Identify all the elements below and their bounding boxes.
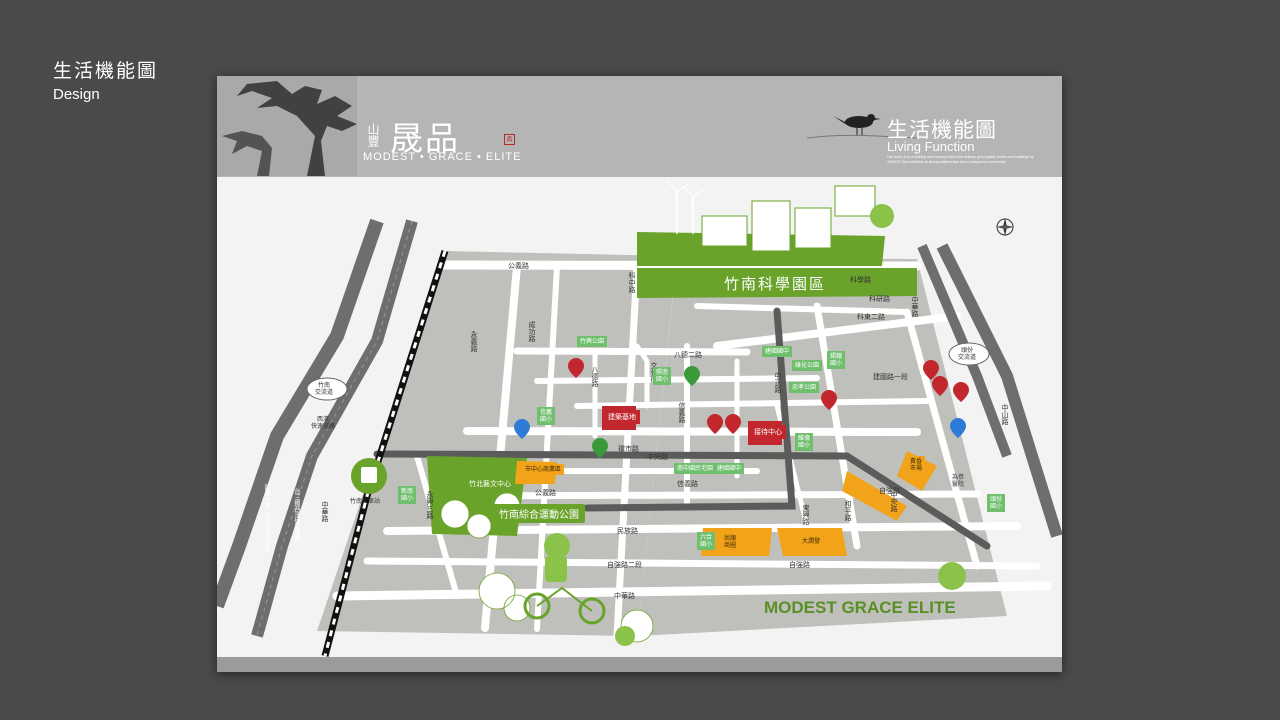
road-zhonghua-top: 中華路: [321, 501, 329, 522]
station-label: 竹南火車站: [350, 498, 381, 505]
railway: [321, 249, 449, 657]
tree-silhouette: [217, 76, 357, 176]
poi-label-4: 錫鐵 國小: [827, 351, 846, 369]
highway-left: [217, 218, 418, 638]
road-kexue: 科學路: [850, 276, 871, 284]
road-highway1: 國道一號（中山高速公路）: [263, 484, 270, 556]
map-canvas: [217, 76, 1062, 672]
board-header: [217, 76, 1062, 177]
compass-icon: [996, 218, 1014, 236]
road-hepinglu: 和平路: [844, 500, 852, 521]
road-bade2: 八德二路: [674, 351, 702, 359]
bird-icon: [833, 114, 881, 136]
shopping-label: 尚順 商圈: [721, 533, 740, 551]
road-xinyi-v: 信義路: [678, 402, 686, 423]
rt-mart-label: 大潤發: [799, 536, 824, 547]
legend-description: Our vision is to a building and housing …: [887, 155, 1034, 164]
train-station: [351, 458, 387, 494]
road-keyan: 科研路: [869, 295, 890, 303]
brand-badge: 品: [504, 134, 515, 145]
road-highway3: 台三線西濱快速道路: [293, 488, 300, 542]
interchange-toufen-label: 頭份 交流道: [958, 347, 977, 361]
road-zhonghua-bottom: 中華路: [614, 592, 635, 600]
road-gongyi-mid: 公義路: [535, 489, 556, 497]
legend-subtitle: Living Function: [887, 139, 975, 154]
poi-label-7: 新南 國小: [398, 486, 417, 504]
brand-tagline: MODEST • GRACE • ELITE: [363, 151, 522, 163]
science-park-area: [637, 180, 917, 298]
poi-pins: [514, 358, 969, 458]
science-park-label: 竹南科學園區: [724, 275, 827, 293]
map-board: 晟品 山豐 品 MODEST • GRACE • ELITE 生活機能圖 Liv…: [217, 76, 1062, 672]
poi-label-1: 竹興公園: [577, 336, 608, 347]
poi-label-8: 照南 國小: [653, 367, 672, 385]
interchange-zhunan-label: 竹南 交流道: [315, 382, 334, 396]
road-bade: 八德路: [591, 366, 599, 387]
road-minzu: 民族路: [617, 527, 638, 535]
decorative-trees: [615, 204, 966, 646]
road-zhongyang: 中央路: [647, 453, 668, 461]
poi-label-3: 忠孝公園: [789, 382, 820, 393]
road-gongyi: 公義路: [508, 262, 529, 270]
page-title: 生活機能圖: [53, 60, 159, 82]
interchange-zhunan: [306, 377, 348, 401]
site-label: 建築基地: [604, 410, 640, 424]
poi-label-10: 六合 國小: [697, 532, 716, 550]
cyclist-illustration: [523, 533, 606, 625]
sports-park-label: 竹南綜合運動公園: [493, 504, 585, 523]
reception-label: 接待中心: [750, 425, 786, 439]
main-roads: [373, 307, 991, 550]
poi-label-12: 建國國中: [714, 463, 745, 474]
road-xinyi: 信義路: [677, 480, 698, 488]
poi-label-15: 黃昏 市場: [907, 456, 926, 474]
xibin-label: 西濱 快速道路: [311, 416, 336, 430]
highway-right: [917, 243, 1062, 538]
road-zhongzheng: 中正路: [774, 372, 782, 393]
downtown-label: 市中心商業區: [522, 464, 565, 475]
road-chengyi: 成功路: [528, 321, 536, 342]
road-jianguo1: 建國路一段: [873, 373, 908, 381]
poi-label-9: 維倫 國小: [795, 433, 814, 451]
brand-name: 晟品: [390, 119, 460, 158]
road-zhongyang-v: 中央路: [890, 491, 898, 512]
brand-side-mark: 山豐: [366, 123, 380, 147]
road-zhonghua-right: 中華路: [911, 296, 919, 317]
road-network: [332, 260, 1052, 640]
poi-label-11: 南中國民宅園: [674, 463, 717, 474]
city-grid: [317, 251, 1007, 636]
page-subtitle: Design: [53, 86, 100, 103]
legend-title: 生活機能圖: [887, 118, 997, 142]
road-ziqiang: 自強路: [789, 561, 810, 569]
slogan: MODEST GRACE ELITE: [764, 598, 956, 617]
road-yonghe3: 永興三路: [426, 491, 434, 519]
road-ziqiang-right: 自強路: [879, 487, 900, 495]
poi-label-13: 頭份 國小: [987, 494, 1006, 512]
road-kezhong: 科中路: [628, 272, 636, 293]
road-kedong2: 科東二路: [857, 313, 885, 321]
poi-label-2: 建國國中: [762, 346, 793, 357]
art-center-label: 竹北藝文中心: [469, 480, 511, 488]
poi-label-6: 信義 國小: [537, 407, 556, 425]
board-footer: [217, 657, 1062, 672]
poi-label-5: 綠化公園: [792, 360, 823, 371]
road-zhongshan: 中山路: [1001, 404, 1009, 425]
poi-label-14: 為恭 醫院: [952, 474, 965, 488]
road-dongxing: 東興路: [802, 504, 810, 525]
interchange-toufen: [948, 342, 990, 366]
road-yongyi: 永義路: [470, 331, 478, 352]
road-huanshi: 環市路: [618, 445, 639, 453]
road-ziqiang2: 自強路二段: [607, 561, 642, 569]
